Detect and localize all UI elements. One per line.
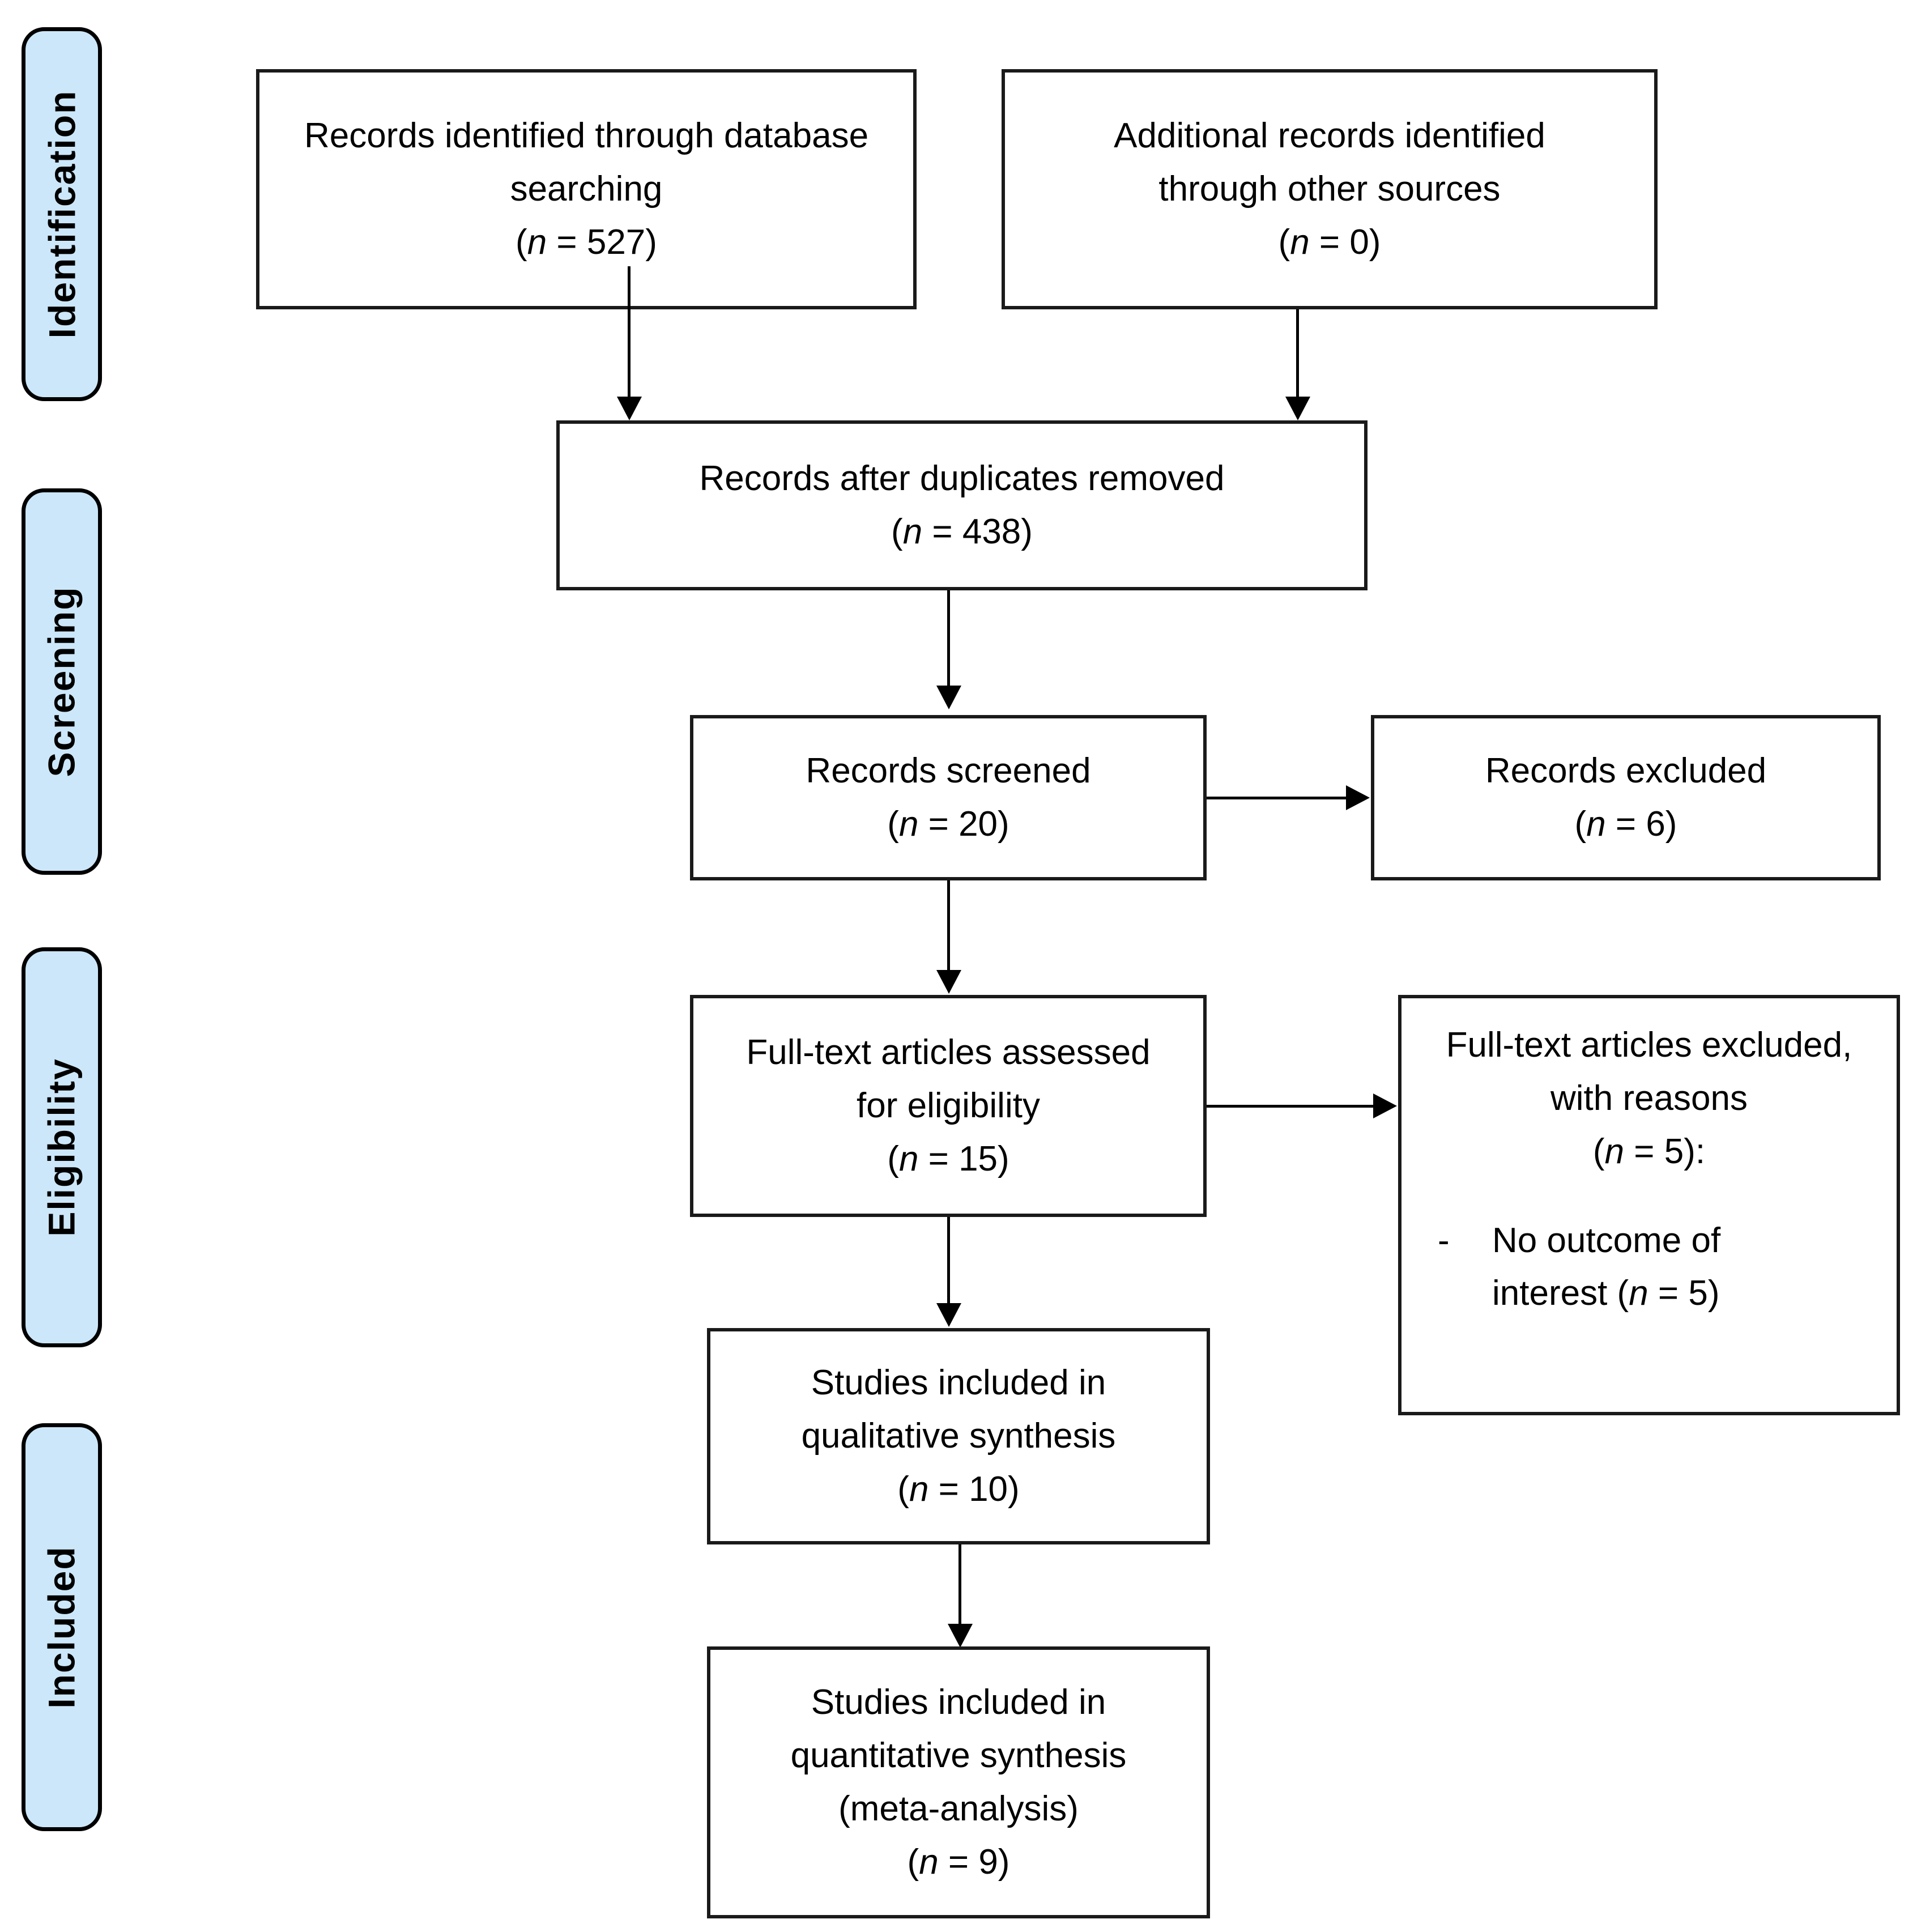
box-line: Studies included in xyxy=(811,1363,1106,1402)
box-count: (n = 10) xyxy=(897,1470,1020,1509)
box-count: (n = 6) xyxy=(1574,805,1677,844)
box-line: Records identified through database xyxy=(304,116,869,155)
box-line: (meta-analysis) xyxy=(838,1789,1079,1828)
box-count: (n = 438) xyxy=(891,512,1033,551)
connector-fulltext-to-excluded xyxy=(1207,1105,1374,1108)
box-fulltext-articles-assessed: Full-text articles assessed for eligibil… xyxy=(690,995,1207,1217)
box-line: Records after duplicates removed xyxy=(699,458,1225,498)
arrowhead-db-to-duplicates xyxy=(617,397,642,420)
box-line: with reasons xyxy=(1550,1079,1748,1118)
box-line: qualitative synthesis xyxy=(801,1416,1116,1456)
box-count: (n = 20) xyxy=(887,805,1009,844)
stage-pill-identification: Identification xyxy=(22,27,102,401)
connector-db-to-duplicates xyxy=(628,266,631,415)
box-line: Records excluded xyxy=(1485,751,1767,790)
box-studies-quantitative-synthesis: Studies included in quantitative synthes… xyxy=(707,1646,1210,1918)
box-count: (n = 9) xyxy=(907,1842,1010,1882)
box-line: through other sources xyxy=(1158,169,1501,208)
box-records-after-duplicates-removed: Records after duplicates removed (n = 43… xyxy=(556,420,1368,590)
arrowhead-other-to-duplicates xyxy=(1285,397,1310,420)
box-line: Full-text articles assessed xyxy=(746,1032,1151,1072)
bullet-dash-icon: - xyxy=(1438,1220,1450,1260)
box-line: for eligibility xyxy=(857,1086,1040,1125)
stage-label-identification: Identification xyxy=(41,90,83,339)
exclusion-reason-item: - No outcome of interest (n = 5) xyxy=(1415,1214,1883,1320)
arrowhead-duplicates-to-screened xyxy=(936,686,961,709)
box-records-excluded: Records excluded (n = 6) xyxy=(1371,715,1881,880)
connector-screened-to-excluded xyxy=(1207,797,1347,799)
box-line: quantitative synthesis xyxy=(790,1735,1127,1775)
connector-fulltext-to-qualitative xyxy=(947,1217,950,1318)
arrowhead-screened-to-fulltext xyxy=(936,970,961,994)
connector-screened-to-fulltext xyxy=(947,880,950,984)
box-count: (n = 15) xyxy=(887,1139,1009,1179)
box-count: (n = 527) xyxy=(516,223,657,262)
arrowhead-fulltext-to-qualitative xyxy=(936,1303,961,1327)
box-fulltext-articles-excluded: Full-text articles excluded, with reason… xyxy=(1398,995,1900,1415)
box-line: Studies included in xyxy=(811,1682,1106,1722)
box-additional-records-other-sources: Additional records identified through ot… xyxy=(1002,69,1658,309)
box-line: Full-text articles excluded, xyxy=(1446,1025,1852,1065)
stage-pill-included: Included xyxy=(22,1423,102,1831)
stage-label-included: Included xyxy=(41,1546,83,1709)
connector-other-to-duplicates xyxy=(1296,309,1299,415)
box-line: Additional records identified xyxy=(1114,116,1545,155)
stage-pill-eligibility: Eligibility xyxy=(22,947,102,1347)
box-count: (n = 5): xyxy=(1592,1132,1706,1172)
box-line: searching xyxy=(510,169,663,208)
arrowhead-qualitative-to-quantitative xyxy=(948,1624,973,1648)
connector-qualitative-to-quantitative xyxy=(959,1544,961,1639)
stage-label-screening: Screening xyxy=(41,586,83,777)
exclusion-reason-text: No outcome of interest (n = 5) xyxy=(1492,1220,1721,1313)
box-studies-qualitative-synthesis: Studies included in qualitative synthesi… xyxy=(707,1328,1210,1544)
box-records-identified-database: Records identified through database sear… xyxy=(256,69,917,309)
arrowhead-screened-to-excluded xyxy=(1346,785,1370,810)
stage-pill-screening: Screening xyxy=(22,488,102,875)
box-line: Records screened xyxy=(806,751,1091,790)
arrowhead-fulltext-to-excluded xyxy=(1373,1093,1397,1118)
box-records-screened: Records screened (n = 20) xyxy=(690,715,1207,880)
stage-label-eligibility: Eligibility xyxy=(41,1058,83,1237)
box-count: (n = 0) xyxy=(1278,223,1381,262)
connector-duplicates-to-screened xyxy=(947,590,950,691)
